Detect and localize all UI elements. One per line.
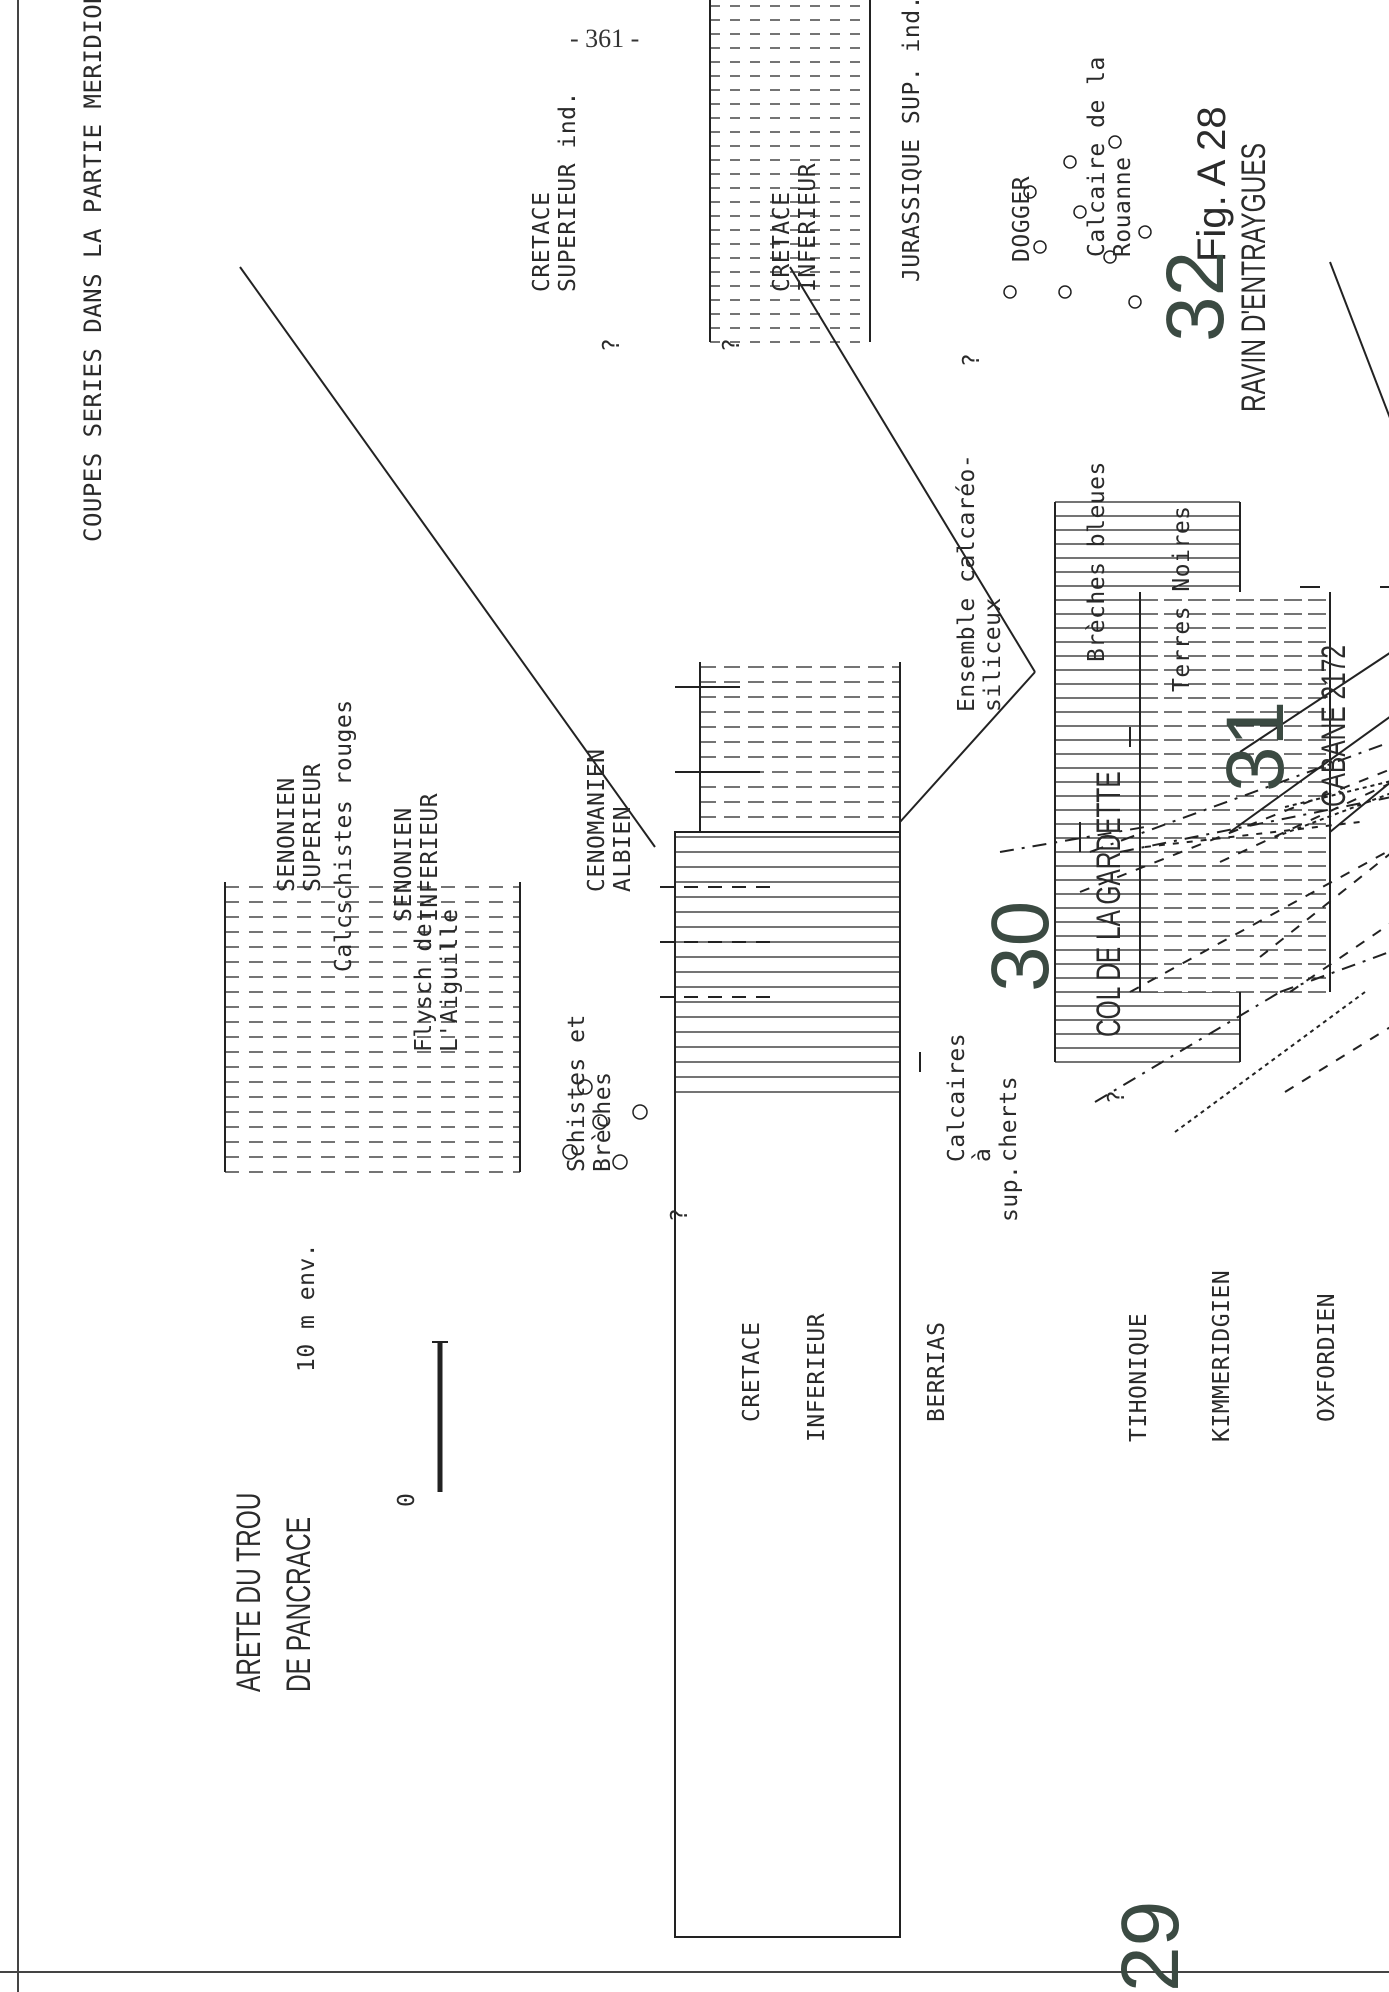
unit-schistes: Schistes et Brèches — [565, 1014, 617, 1172]
question-mark: ? — [720, 338, 746, 352]
unit-breches-bleues: Brèches bleues — [1085, 461, 1111, 662]
unit-senonien-inf: SENONIEN INFERIEUR — [392, 793, 444, 922]
unit-cretace-sup: CRETACE SUPERIEUR ind. — [530, 91, 582, 292]
column-number-31: 31 — [1210, 701, 1302, 792]
stage-sup: sup. — [998, 1165, 1024, 1222]
question-mark: ? — [600, 338, 626, 352]
question-mark: ? — [960, 353, 986, 367]
fig-label: Fig. A 28 — [1190, 106, 1235, 262]
stage-kimmeridgien: KIMMERIDGIEN — [1210, 1270, 1236, 1442]
unit-calcschistes: Calcschistes rouges — [332, 699, 358, 972]
column-number-32: 32 — [1150, 251, 1242, 342]
unit-jurassique: JURASSIQUE SUP. ind. — [900, 0, 926, 282]
locality-29-line2: DE PANCRACE — [280, 1517, 318, 1692]
figure-title: COUPES SERIES DANS LA PARTIE MERIDIONALE… — [80, 0, 107, 542]
locality-30: COL DE LA GARDETTE — [1090, 771, 1128, 1037]
locality-32: RAVIN D'ENTRAYGUES — [1235, 143, 1273, 412]
unit-cenomanien: CENOMANIEN ALBIEN — [585, 749, 637, 892]
column-29 — [675, 662, 900, 1937]
column-number-29: 29 — [1105, 1901, 1197, 1992]
locality-31: CABANE 2172 — [1315, 645, 1353, 807]
unit-dogger: DOGGER — [1010, 176, 1036, 262]
stage-inferieur: INFERIEUR — [805, 1313, 831, 1442]
unit-ensemble: Ensemble calcaréo- siliceux — [955, 454, 1007, 712]
locality-29-line1: ARETE DU TROU — [230, 1493, 268, 1692]
stage-oxfordien: OXFORDIEN — [1315, 1293, 1341, 1422]
question-mark: ? — [668, 1208, 694, 1222]
unit-calcaires-cherts: Calcaires à cherts — [945, 1033, 1022, 1162]
scale-length-label: 10 m env. — [295, 1243, 321, 1372]
unit-calcaire-rouanne: Calcaire de la Rouanne — [1085, 56, 1137, 257]
scale-zero: 0 — [395, 1493, 421, 1507]
stage-cretace: CRETACE — [740, 1322, 766, 1422]
column-number-30: 30 — [975, 901, 1067, 992]
question-mark: ? — [1105, 1090, 1131, 1104]
unit-flysch: Flysch de L'Aiguille — [412, 909, 464, 1052]
stage-berrias: BERRIAS — [925, 1322, 951, 1422]
stage-tihonique: TIHONIQUE — [1127, 1313, 1153, 1442]
unit-cretace-inf: CRETACE INFERIEUR — [770, 163, 822, 292]
unit-senonien-sup: SENONIEN SUPERIEUR — [275, 763, 327, 892]
unit-terres-noires: Terres Noires — [1170, 505, 1196, 692]
